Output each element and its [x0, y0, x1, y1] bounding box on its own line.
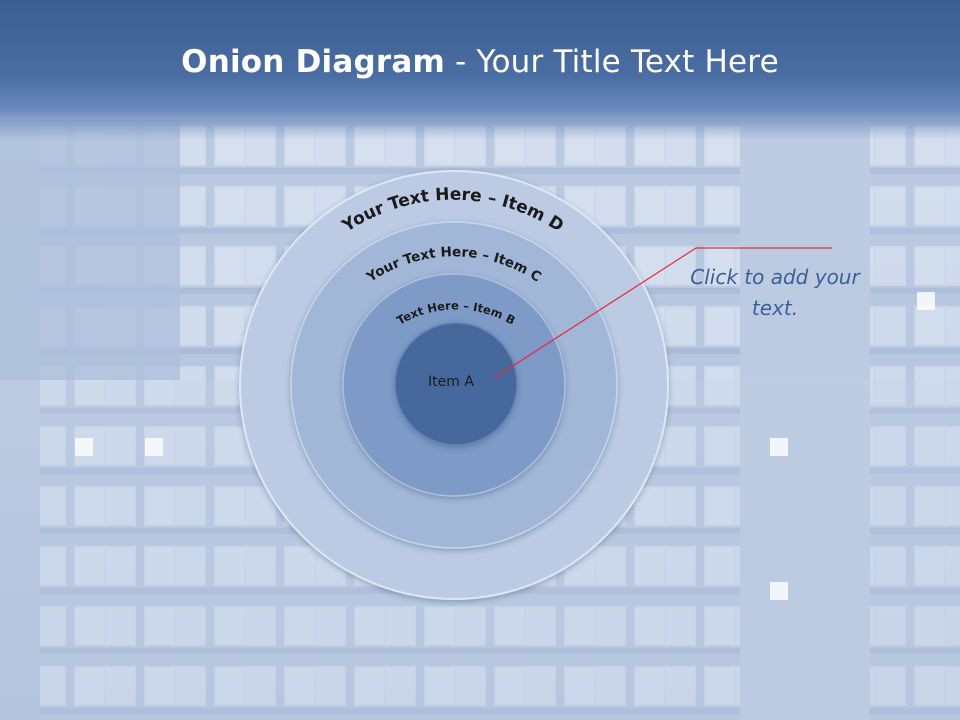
title-band	[0, 0, 960, 140]
callout-leader-line	[493, 247, 832, 379]
layer-a-label: Item A	[428, 374, 474, 390]
title-regular-part: - Your Title Text Here	[444, 44, 779, 80]
slide-title[interactable]: Onion Diagram - Your Title Text Here	[0, 44, 960, 80]
title-bold-part: Onion Diagram	[181, 44, 445, 80]
layer-a-core[interactable]	[394, 322, 518, 446]
callout-placeholder-text[interactable]: Click to add your text.	[690, 265, 860, 320]
